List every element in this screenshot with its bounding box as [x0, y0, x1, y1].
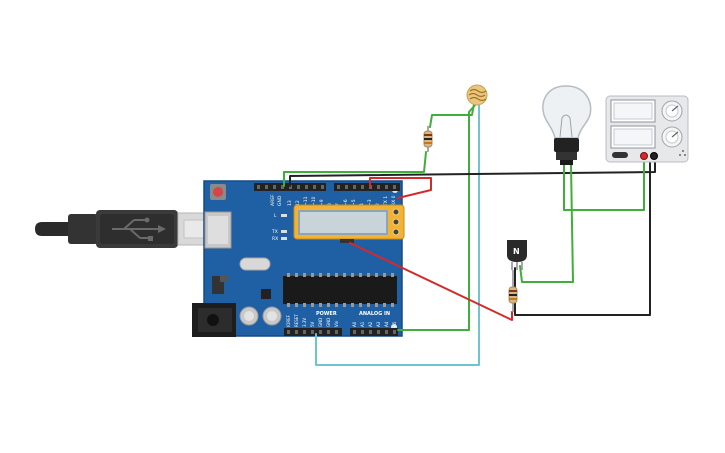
power-pin-label: GND [326, 318, 331, 327]
analog-pin-header[interactable] [350, 328, 398, 336]
wire-black-emitter[interactable] [514, 159, 651, 316]
analog-pin-label: A0 [352, 321, 357, 327]
atmega-chip [283, 273, 397, 307]
transistor-icon[interactable]: N [507, 240, 527, 270]
resistor-icon[interactable] [423, 126, 433, 152]
power-pin-header[interactable] [284, 328, 342, 336]
usb-cable-icon[interactable] [35, 210, 213, 248]
resistor-icon[interactable] [508, 270, 518, 312]
power-header-title: POWER [316, 311, 337, 317]
wire-green-ldr[interactable] [283, 151, 427, 187]
power-pin-label: Vin [334, 320, 339, 327]
pin-label: RX 0 [391, 195, 397, 206]
analog-header-title: ANALOG IN [359, 311, 390, 317]
analog-pin-label: A4 [384, 321, 389, 327]
wire-green-ldr-top[interactable] [429, 103, 475, 128]
pin-label: ~9 [319, 199, 325, 206]
analog-pin-label: A5 [392, 321, 397, 327]
dc-power-jack [192, 303, 236, 337]
pin-label: AREF [270, 194, 276, 206]
led-label-rx: RX [272, 236, 278, 242]
analog-pin-label: A3 [376, 321, 381, 327]
lcd-display[interactable] [293, 204, 405, 243]
wire-green-bulb-psu[interactable] [563, 161, 645, 211]
pin-label: ~11 [303, 196, 309, 206]
power-pin-label: GND [318, 318, 323, 327]
pin-label: ~3 [367, 199, 373, 206]
pin-label: ~5 [351, 199, 357, 206]
pin-label: ~6 [343, 199, 349, 206]
power-supply-icon[interactable] [605, 95, 689, 163]
arduino-uno-board[interactable]: AREF GND 13 12 ~11 ~10 ~9 8 7 ~6 ~5 4 ~3… [192, 180, 403, 337]
wire-cyan-5v[interactable] [315, 101, 480, 366]
pin-label: ~10 [311, 196, 317, 206]
pin-label: 12 [295, 200, 301, 206]
wire-black-gnd[interactable] [289, 159, 656, 187]
power-pin-label: 5V [310, 321, 315, 327]
power-pin-label: 3.3V [302, 318, 307, 327]
power-pin-label: RESET [294, 314, 299, 327]
analog-pin-label: A2 [368, 321, 373, 327]
wire-red-transistor[interactable] [349, 242, 513, 321]
power-pin-label: IOREF [286, 314, 291, 327]
pin-label: 13 [287, 200, 293, 206]
transistor-label: N [513, 247, 520, 256]
wire-green-bulb-transistor[interactable] [519, 164, 574, 283]
ldr-sensor-icon[interactable] [466, 84, 488, 106]
lightbulb-icon[interactable] [542, 85, 592, 165]
pin-label: GND [277, 195, 283, 206]
pin-label: TX 1 [383, 196, 389, 207]
led-label-l: L [274, 213, 277, 219]
wire-green-analog[interactable] [397, 103, 477, 331]
led-label-tx: TX [271, 229, 278, 235]
analog-pin-label: A1 [360, 321, 365, 327]
wire-red-digital[interactable] [369, 177, 432, 199]
